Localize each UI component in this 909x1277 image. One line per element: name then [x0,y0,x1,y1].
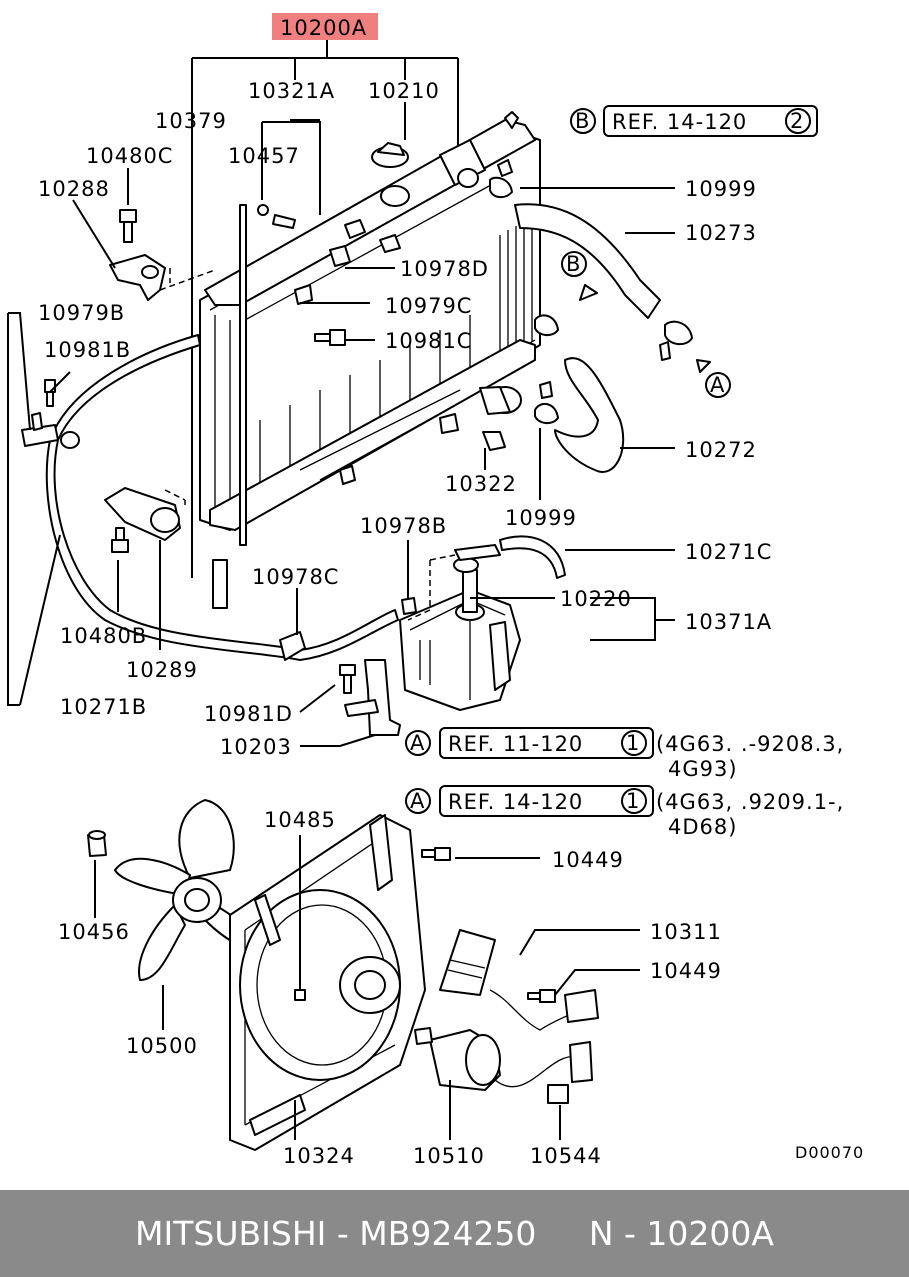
callout-10510[interactable]: 10510 [413,1144,485,1168]
marker-a-drawing: A [705,372,731,398]
callout-10480B[interactable]: 10480B [60,624,147,648]
overflow-hose [45,334,399,661]
callout-10200A[interactable]: 10200A [280,16,367,40]
callout-10999-top[interactable]: 10999 [685,177,757,201]
svg-text:1: 1 [626,731,640,755]
footer-gap [536,1214,588,1253]
callout-10485[interactable]: 10485 [264,808,336,832]
svg-text:REF. 11-120: REF. 11-120 [448,732,583,756]
resistor-10311 [439,929,496,996]
footer-code-prefix: N [588,1214,614,1253]
callout-10981B[interactable]: 10981B [44,338,131,362]
ref-a2[interactable]: A REF. 14-120 1 (4G63, .9209.1-, 4D68) [405,785,844,839]
svg-text:REF. 14-120: REF. 14-120 [612,110,747,134]
callout-10981D[interactable]: 10981D [204,702,293,726]
callout-10979C[interactable]: 10979C [385,294,472,318]
svg-text:2: 2 [790,109,804,133]
callout-10322[interactable]: 10322 [445,472,517,496]
svg-text:(4G63. .-9208.3,: (4G63. .-9208.3, [656,732,844,756]
callout-10220[interactable]: 10220 [560,587,632,611]
ref-b[interactable]: B REF. 14-120 2 [570,105,818,137]
svg-text:1: 1 [626,789,640,813]
callout-10271B[interactable]: 10271B [60,695,147,719]
callout-10210[interactable]: 10210 [368,79,440,103]
callout-10379[interactable]: 10379 [155,109,227,133]
bracket-10288 [109,254,166,301]
svg-text:4D68): 4D68) [668,815,737,839]
callout-10449-top[interactable]: 10449 [552,848,624,872]
diagram-code: D00070 [795,1143,864,1162]
callout-10480C[interactable]: 10480C [86,144,173,168]
svg-text:REF. 14-120: REF. 14-120 [448,790,583,814]
highlight-box [272,13,378,40]
callout-10981C[interactable]: 10981C [385,329,472,353]
footer-part-number: MB924250 [359,1214,537,1253]
fan-shroud [229,814,426,1151]
callout-10311[interactable]: 10311 [650,920,722,944]
callout-10289[interactable]: 10289 [126,658,198,682]
ref-a1[interactable]: A REF. 11-120 1 (4G63. .-9208.3, 4G93) [405,727,844,781]
callout-10978B[interactable]: 10978B [360,514,447,538]
footer-sep-1: - [326,1214,360,1253]
callout-10979B[interactable]: 10979B [38,301,125,325]
radiator-core [199,111,541,531]
callout-10500[interactable]: 10500 [126,1034,198,1058]
callout-10272[interactable]: 10272 [685,438,757,462]
callout-10457[interactable]: 10457 [228,144,300,168]
upper-hose [514,203,661,319]
svg-text:A: A [710,373,725,397]
callout-10271C[interactable]: 10271C [685,540,772,564]
callout-10203[interactable]: 10203 [220,735,292,759]
callout-10544[interactable]: 10544 [530,1144,602,1168]
callout-10978C[interactable]: 10978C [252,565,339,589]
callout-10456[interactable]: 10456 [58,920,130,944]
rod-10457 [239,204,247,546]
lower-hose [554,357,625,473]
footer-brand: MITSUBISHI [135,1214,327,1253]
svg-text:A: A [410,731,425,755]
parts-diagram: 10200A [7,13,864,1168]
callout-10288[interactable]: 10288 [38,177,110,201]
leader-lines [7,102,675,1140]
callout-10999-bottom[interactable]: 10999 [505,506,577,530]
marker-b-drawing: B [561,251,587,277]
svg-text:A: A [410,789,425,813]
hose-10379 [212,559,228,609]
leader-bracket-10200A [191,40,459,578]
footer-code: 10200A [646,1214,774,1253]
callout-10321A[interactable]: 10321A [248,79,335,103]
svg-text:(4G63, .9209.1-,: (4G63, .9209.1-, [656,790,844,814]
drain-plug [482,431,506,451]
svg-text:B: B [575,109,590,133]
footer-bar: MITSUBISHI - MB924250 N - 10200A [0,1190,909,1277]
callout-10978D[interactable]: 10978D [400,257,489,281]
footer-sep-2: - [613,1214,647,1253]
callout-10449-bottom[interactable]: 10449 [650,959,722,983]
callout-10273[interactable]: 10273 [685,221,757,245]
bracket-10203 [364,659,401,736]
svg-text:4G93): 4G93) [668,757,738,781]
callout-10371A[interactable]: 10371A [685,610,772,634]
callout-10324[interactable]: 10324 [283,1144,355,1168]
svg-text:B: B [566,252,581,276]
